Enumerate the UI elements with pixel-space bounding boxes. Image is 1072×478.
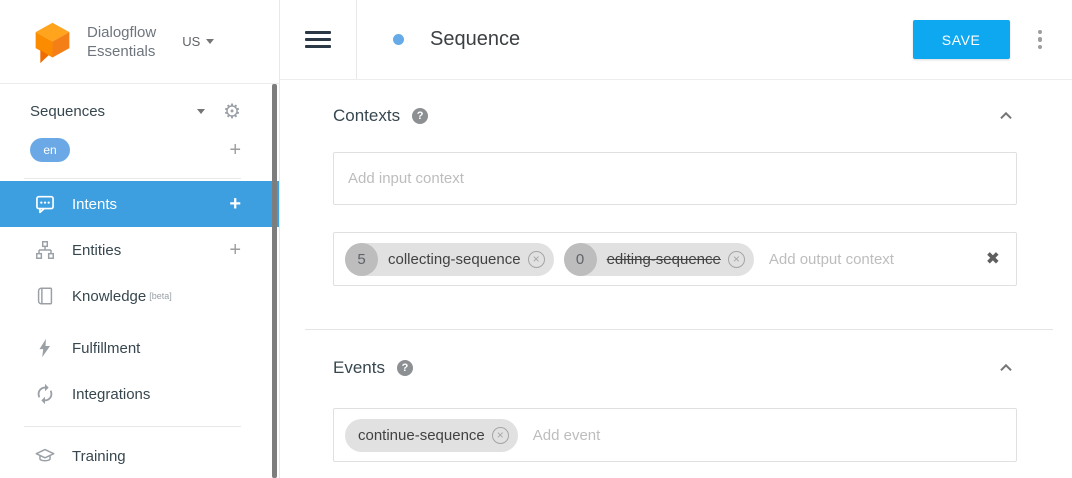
sidebar-item-fulfillment[interactable]: Fulfillment <box>0 325 279 371</box>
contexts-heading: Contexts <box>333 106 401 125</box>
remove-context-icon[interactable]: × <box>527 250 545 268</box>
event-chip-label: continue-sequence <box>358 426 485 444</box>
events-help-icon[interactable]: ? <box>396 360 413 376</box>
sidebar-item-intents[interactable]: Intents + <box>0 181 279 227</box>
lightning-bolt-icon <box>39 338 51 358</box>
sidebar-item-label: Intents <box>72 195 118 213</box>
chevron-up-icon <box>1000 363 1012 372</box>
events-section-header: Events ? <box>333 356 1017 380</box>
contexts-collapse-button[interactable] <box>995 105 1017 127</box>
agent-selector-row: Sequences ⚙ <box>0 84 279 128</box>
context-chip-label: editing-sequence <box>606 250 721 268</box>
dialogflow-logo-icon <box>35 22 70 64</box>
chevron-down-icon <box>206 39 215 44</box>
chat-bubble-icon <box>36 195 54 214</box>
contexts-section-header: Contexts ? <box>333 104 1017 128</box>
logo-line1: Dialogflow <box>87 23 157 41</box>
context-chip-label: collecting-sequence <box>388 250 521 268</box>
logo-row: Dialogflow Essentials US <box>0 0 279 84</box>
output-context-placeholder: Add output context <box>768 250 894 268</box>
event-chip: continue-sequence × <box>345 418 518 452</box>
sidebar-scrollbar[interactable] <box>272 84 277 478</box>
events-heading: Events <box>333 358 385 377</box>
contexts-help-icon[interactable]: ? <box>412 108 429 124</box>
sidebar-item-integrations[interactable]: Integrations <box>0 371 279 417</box>
output-context-field[interactable]: 5 collecting-sequence × 0 editing-sequen… <box>333 232 1017 286</box>
more-options-kebab-icon[interactable] <box>1037 29 1042 50</box>
add-entity-button[interactable]: + <box>229 239 241 261</box>
save-button[interactable]: SAVE <box>912 20 1010 59</box>
sidebar-item-entities[interactable]: Entities + <box>0 227 279 273</box>
clear-output-contexts-icon[interactable]: ✖ <box>985 248 1000 269</box>
remove-context-icon[interactable]: × <box>727 250 745 268</box>
hamburger-menu-button[interactable] <box>280 0 357 79</box>
intent-status-dot <box>393 34 404 45</box>
sidebar-item-label: Fulfillment <box>72 339 141 357</box>
output-context-chip: 5 collecting-sequence × <box>345 242 554 276</box>
add-intent-button[interactable]: + <box>229 193 241 215</box>
book-icon <box>37 287 53 305</box>
language-badge[interactable]: en <box>30 138 70 162</box>
sidebar-divider <box>24 178 241 179</box>
sidebar-item-training[interactable]: Training <box>0 433 279 478</box>
logo-line2: Essentials <box>87 42 156 60</box>
agent-chevron-down-icon[interactable] <box>197 108 206 114</box>
language-row: en + <box>0 128 279 172</box>
sidebar-divider <box>24 426 241 427</box>
context-lifespan-badge[interactable]: 0 <box>563 242 597 276</box>
org-chart-icon <box>36 241 54 259</box>
context-lifespan-badge[interactable]: 5 <box>345 242 378 276</box>
logo-text: Dialogflow Essentials <box>87 23 156 61</box>
section-divider <box>305 329 1053 330</box>
main-panel: Sequence SAVE Contexts ? 5 <box>280 0 1072 478</box>
events-field[interactable]: continue-sequence × Add event <box>333 408 1017 462</box>
input-context-field[interactable] <box>333 152 1017 205</box>
hamburger-icon <box>305 27 331 52</box>
sidebar-item-label: Entities <box>72 241 122 259</box>
sidebar-item-label: Integrations <box>72 385 151 403</box>
region-label: US <box>182 34 201 49</box>
beta-badge: [beta] <box>149 291 172 301</box>
graduation-cap-icon <box>35 448 55 462</box>
event-placeholder: Add event <box>532 426 601 444</box>
sync-arrows-icon <box>37 383 53 405</box>
region-selector[interactable]: US <box>182 34 215 49</box>
agent-name[interactable]: Sequences <box>30 102 106 120</box>
events-collapse-button[interactable] <box>995 357 1017 379</box>
sidebar-item-label: Knowledge <box>72 287 147 305</box>
sidebar-item-knowledge[interactable]: Knowledge [beta] <box>0 273 279 319</box>
remove-event-icon[interactable]: × <box>491 426 509 444</box>
chevron-up-icon <box>1000 111 1012 120</box>
sidebar-item-label: Training <box>72 447 126 465</box>
agent-settings-gear-icon[interactable]: ⚙ <box>223 99 241 123</box>
intent-editor-content: Contexts ? 5 collecting-sequence × 0 ed <box>280 80 1072 462</box>
page-title: Sequence <box>430 28 521 50</box>
output-context-chip: 0 editing-sequence × <box>563 242 754 276</box>
sidebar: Dialogflow Essentials US Sequences ⚙ en … <box>0 0 280 478</box>
add-language-button[interactable]: + <box>229 139 241 161</box>
header: Sequence SAVE <box>280 0 1072 80</box>
